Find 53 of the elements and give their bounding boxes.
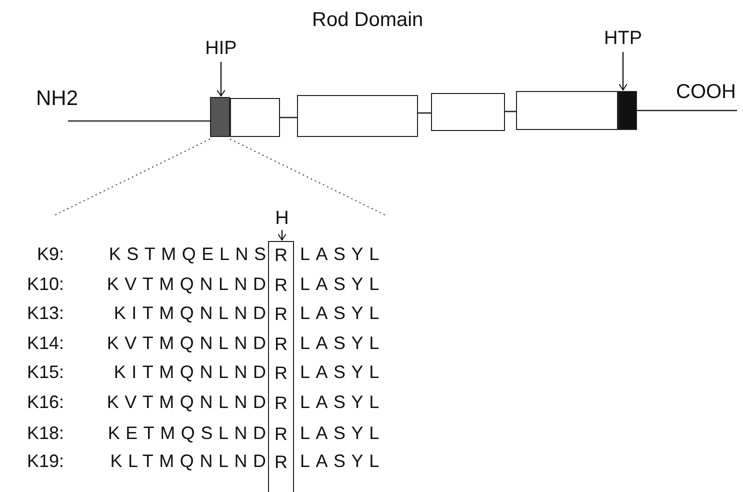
- sequence-text: LASYL: [300, 362, 385, 382]
- connector-line: [418, 112, 431, 114]
- domain-title: Rod Domain: [312, 10, 424, 30]
- connector-line: [280, 116, 297, 118]
- sequence-name: K18:: [26, 423, 64, 443]
- residue: R: [274, 334, 288, 354]
- residue: R: [274, 304, 288, 324]
- sequence-text: LASYL: [300, 303, 385, 323]
- domain-box: [230, 98, 280, 137]
- residue: R: [274, 275, 288, 295]
- residue: R: [274, 363, 288, 383]
- residue: R: [274, 245, 288, 265]
- sequence-name: K10:: [26, 274, 64, 294]
- sequence-text: KITMQNLND: [114, 303, 272, 323]
- arrow: [216, 62, 226, 96]
- region-label: HTP: [602, 28, 644, 50]
- sequence-text: LASYL: [300, 274, 385, 294]
- sequence-name: K14:: [26, 333, 64, 353]
- sequence-text: KSTMQELNS: [108, 244, 272, 264]
- residue: R: [274, 424, 288, 444]
- sequence-text: KETMQSLND: [108, 423, 272, 443]
- sequence-text: LASYL: [300, 392, 385, 412]
- sequence-name: K9:: [36, 244, 64, 264]
- domain-box: [297, 95, 418, 137]
- connector-line: [637, 110, 737, 112]
- domain-box: [431, 93, 505, 131]
- arrow: [278, 230, 286, 240]
- sequence-name: K13:: [26, 303, 64, 323]
- motif-box: [210, 97, 230, 137]
- region-label: H: [273, 210, 291, 228]
- sequence-text: LASYL: [300, 244, 385, 264]
- arrow: [618, 52, 628, 90]
- sequence-name: K19:: [26, 451, 64, 471]
- residue: R: [274, 393, 288, 413]
- sequence-text: KVTMQNLND: [106, 392, 272, 412]
- region-label: HIP: [200, 38, 242, 60]
- connector-line: [505, 110, 516, 112]
- highlight-box: [268, 241, 294, 492]
- sequence-name: K15:: [26, 362, 64, 382]
- sequence-text: LASYL: [300, 333, 385, 353]
- sequence-text: KVTMQNLND: [106, 333, 272, 353]
- residue: R: [274, 452, 288, 472]
- sequence-text: LASYL: [300, 423, 385, 443]
- terminus-label: COOH: [676, 82, 736, 102]
- terminus-label: NH2: [36, 88, 78, 109]
- motif-box: [618, 91, 637, 130]
- connector-line: [68, 120, 210, 122]
- domain-box: [516, 91, 618, 130]
- sequence-text: KLTMQNLND: [110, 451, 272, 471]
- sequence-name: K16:: [26, 392, 64, 412]
- sequence-text: KITMQNLND: [114, 362, 272, 382]
- sequence-text: KVTMQNLND: [106, 274, 272, 294]
- sequence-text: LASYL: [300, 451, 385, 471]
